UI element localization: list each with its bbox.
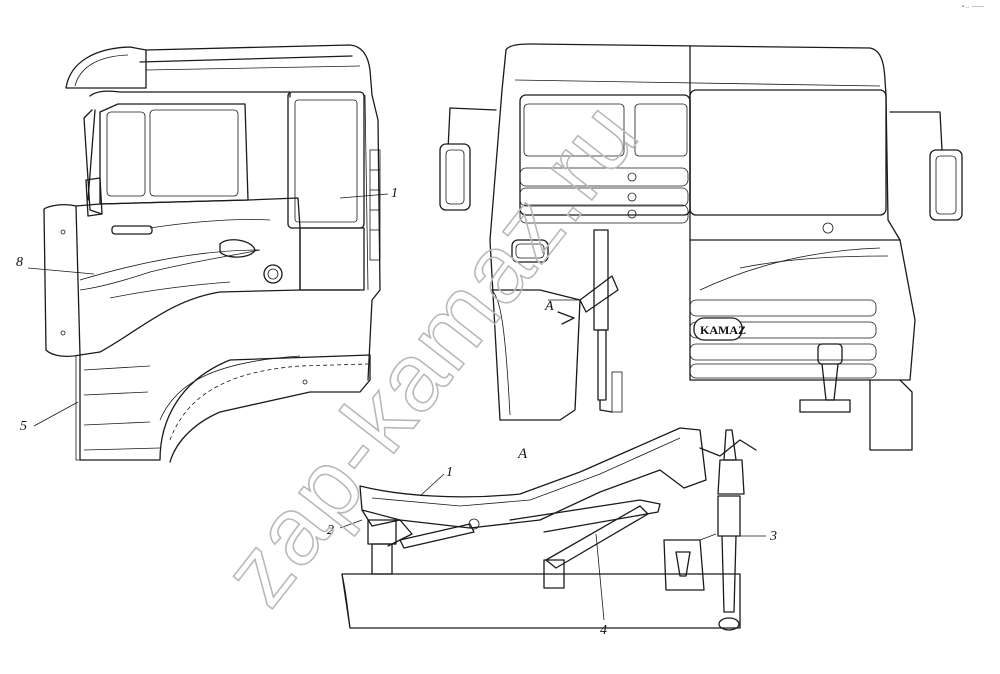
cab-side-view <box>43 44 381 463</box>
logo-text: KAMAZ <box>700 323 746 337</box>
callout-1-detail: 1 <box>446 465 453 480</box>
cab-front-view: KAMAZ A <box>439 43 963 451</box>
callout-4: 4 <box>600 623 607 638</box>
view-arrow-label: A <box>544 299 554 314</box>
leader-lines <box>27 193 766 621</box>
watermark: zap-kamaz.ru <box>202 82 659 625</box>
callout-1-side: 1 <box>391 186 398 201</box>
callout-2: 2 <box>327 523 334 538</box>
callout-3: 3 <box>769 529 777 544</box>
view-label: A <box>517 446 528 462</box>
corner-mark: ▪→ —— <box>962 4 984 10</box>
detail-view-a <box>341 427 757 631</box>
callout-5: 5 <box>20 419 27 434</box>
callout-8: 8 <box>16 255 23 270</box>
